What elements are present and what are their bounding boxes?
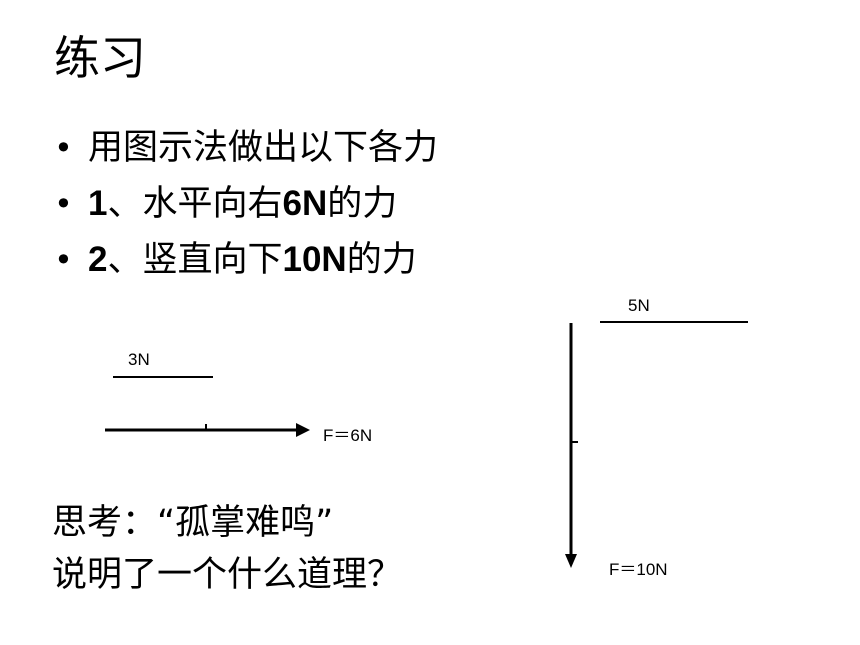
think-line-2: 说明了一个什么道理？ (52, 555, 403, 595)
right-arrowhead (565, 554, 577, 568)
bullet-text: 用图示法做出以下各力 (88, 128, 439, 168)
bullet-text-suffix: 的力 (327, 184, 398, 224)
bullet-item-3: • 2、竖直向下10N的力 (52, 234, 438, 290)
right-force-label: F＝10N (609, 560, 668, 579)
think-question: 思考：“孤掌难鸣” 说明了一个什么道理？ (52, 497, 402, 601)
bullet-item-2: • 1、水平向右6N的力 (52, 178, 438, 234)
bullet-value: 10N (282, 240, 347, 279)
bullet-text: 、水平向右 (107, 184, 283, 224)
left-scale-label: 3N (128, 350, 150, 369)
bullet-text-suffix: 的力 (346, 240, 417, 280)
think-line-1: 思考：“孤掌难鸣” (52, 503, 334, 543)
left-force-label: F＝6N (323, 426, 373, 445)
bullet-item-1: • 用图示法做出以下各力 (52, 122, 438, 178)
bullet-number: 2 (88, 240, 108, 279)
bullet-number: 1 (88, 184, 108, 223)
left-arrowhead (296, 423, 310, 437)
bullet-list: • 用图示法做出以下各力 • 1、水平向右6N的力 • 2、竖直向下10N的力 (52, 122, 438, 290)
right-scale-label: 5N (628, 296, 650, 315)
bullet-dot: • (54, 129, 73, 167)
bullet-dot: • (54, 185, 73, 223)
slide-title: 练习 (54, 31, 146, 85)
bullet-dot: • (54, 241, 73, 279)
bullet-text: 、竖直向下 (107, 240, 283, 280)
bullet-value: 6N (282, 184, 328, 223)
